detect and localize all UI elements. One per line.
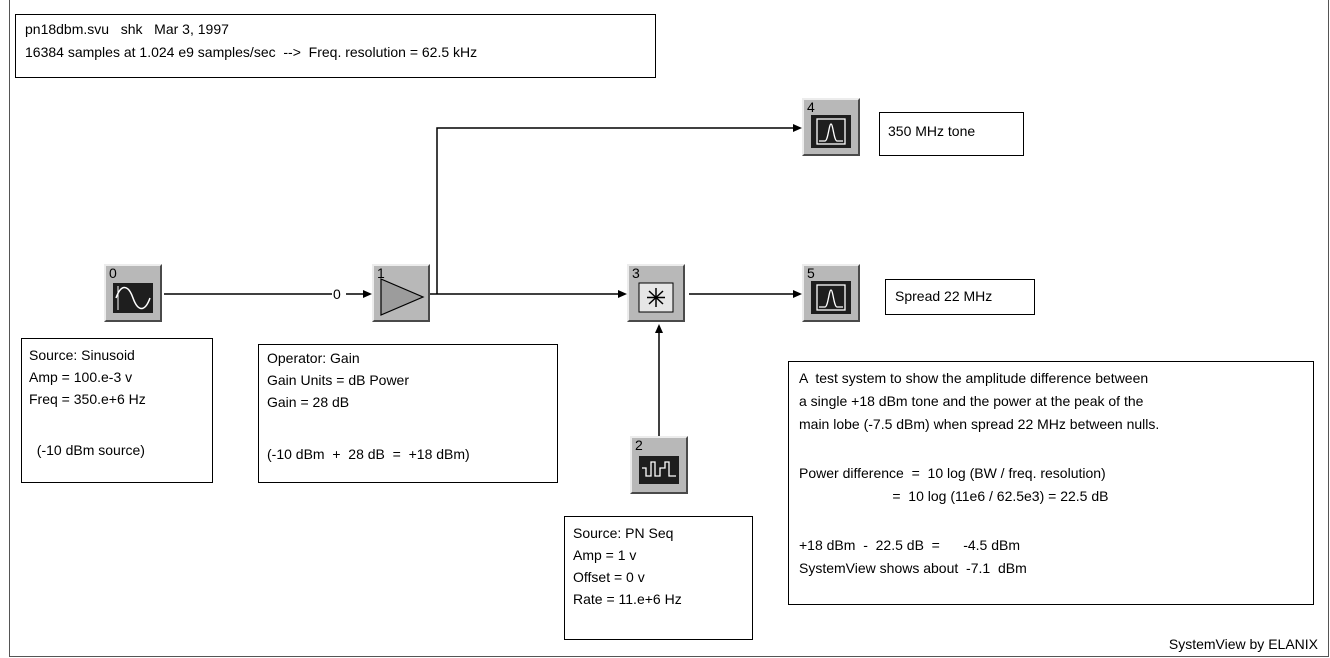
arrow-into-3 xyxy=(618,290,627,298)
arrow-into-3-bottom xyxy=(655,324,663,333)
description-line: SystemView shows about -7.1 dBm xyxy=(799,560,1027,576)
token-2-number: 2 xyxy=(635,437,643,453)
sinusoid-param-line: Source: Sinusoid xyxy=(29,347,135,363)
pn-param-line: Amp = 1 v xyxy=(573,547,637,563)
arrow-into-4 xyxy=(793,124,802,132)
description-line: A test system to show the amplitude diff… xyxy=(799,370,1149,386)
sine-wave-icon xyxy=(113,283,153,313)
pn-param-line: Source: PN Seq xyxy=(573,525,674,541)
description-line: a single +18 dBm tone and the power at t… xyxy=(799,393,1144,409)
sink-5-label: Spread 22 MHz xyxy=(895,288,993,304)
arrow-into-5 xyxy=(793,290,802,298)
analysis-sink-icon xyxy=(811,115,851,148)
token-2-pn-sequence-source[interactable]: 2 xyxy=(630,436,688,494)
pn-seq-parameters-box: Source: PN Seq Amp = 1 v Offset = 0 v Ra… xyxy=(564,516,753,640)
description-line: main lobe (-7.5 dBm) when spread 22 MHz … xyxy=(799,416,1160,432)
sinusoid-parameters-box: Source: Sinusoid Amp = 100.e-3 v Freq = … xyxy=(21,338,213,483)
gain-parameters-box: Operator: Gain Gain Units = dB Power Gai… xyxy=(258,344,558,483)
gain-param-line: Gain Units = dB Power xyxy=(267,372,410,388)
token-4-number: 4 xyxy=(807,99,815,115)
token-3-multiplier[interactable]: 3 xyxy=(627,264,685,322)
canvas-frame xyxy=(9,0,1329,657)
header-note: pn18dbm.svu shk Mar 3, 1997 16384 sample… xyxy=(15,14,656,78)
token-1-number: 1 xyxy=(377,265,385,281)
arrow-into-1 xyxy=(363,290,372,298)
header-line-2: 16384 samples at 1.024 e9 samples/sec --… xyxy=(25,44,478,60)
sink-4-label: 350 MHz tone xyxy=(888,123,976,139)
wire-label-0: 0 xyxy=(333,286,341,302)
description-line: Power difference = 10 log (BW / freq. re… xyxy=(799,465,1106,481)
header-line-1: pn18dbm.svu shk Mar 3, 1997 xyxy=(25,21,229,37)
description-line: +18 dBm - 22.5 dB = -4.5 dBm xyxy=(799,537,1020,553)
sinusoid-param-line: Freq = 350.e+6 Hz xyxy=(29,391,146,407)
footer-credit: SystemView by ELANIX xyxy=(1168,636,1318,652)
analysis-sink-icon xyxy=(811,281,851,314)
gain-triangle-icon xyxy=(380,278,425,316)
gain-param-line: (-10 dBm + 28 dB = +18 dBm) xyxy=(267,446,470,462)
token-4-analysis-sink[interactable]: 4 xyxy=(802,98,860,156)
pn-sequence-icon xyxy=(639,456,679,484)
description-line: = 10 log (11e6 / 62.5e3) = 22.5 dB xyxy=(799,488,1109,504)
sink-4-label-box: 350 MHz tone xyxy=(879,112,1024,156)
token-1-gain-operator[interactable]: 1 xyxy=(372,264,430,322)
sink-5-label-box: Spread 22 MHz xyxy=(885,279,1035,315)
token-0-number: 0 xyxy=(109,265,117,281)
pn-param-line: Rate = 11.e+6 Hz xyxy=(573,591,682,607)
sinusoid-param-line: (-10 dBm source) xyxy=(29,442,145,458)
pn-param-line: Offset = 0 v xyxy=(573,569,645,585)
token-0-sinusoid-source[interactable]: 0 xyxy=(104,264,162,322)
token-5-analysis-sink[interactable]: 5 xyxy=(802,264,860,322)
gain-param-line: Operator: Gain xyxy=(267,350,360,366)
token-5-number: 5 xyxy=(807,265,815,281)
multiply-icon xyxy=(638,282,674,313)
token-3-number: 3 xyxy=(632,265,640,281)
sinusoid-param-line: Amp = 100.e-3 v xyxy=(29,369,133,385)
gain-param-line: Gain = 28 dB xyxy=(267,394,350,410)
wire-1-to-4 xyxy=(436,127,795,294)
description-note: A test system to show the amplitude diff… xyxy=(788,361,1314,605)
